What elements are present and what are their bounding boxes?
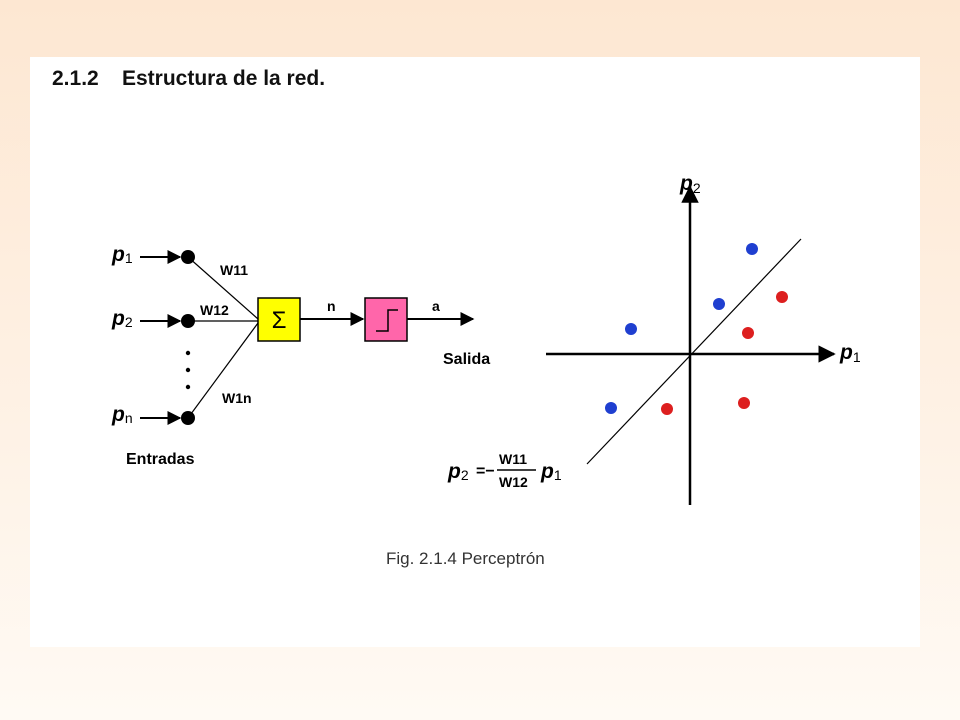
input-p2-label: p2 [111, 307, 133, 330]
blue-point [625, 323, 637, 335]
equation-rhs: p1 [540, 460, 562, 483]
red-point [776, 291, 788, 303]
class-red-points [661, 291, 788, 415]
input-p1-label: p1 [111, 243, 133, 266]
section-number: 2.1.2 [52, 67, 99, 90]
figure-caption: Fig. 2.1.4 Perceptrón [386, 549, 545, 568]
y-axis-label: p2 [679, 172, 701, 196]
x-axis-label: p1 [839, 341, 861, 365]
weight-w1n-label: W1n [222, 390, 252, 406]
slide: 2.1.2 Estructura de la red. p1 p2 pn W11 [30, 57, 920, 647]
class-blue-points [605, 243, 758, 414]
output-label: a [432, 298, 440, 314]
net-label: n [327, 298, 336, 314]
section-title: 2.1.2 Estructura de la red. [52, 67, 325, 91]
ellipsis-dot [185, 350, 191, 356]
blue-point [746, 243, 758, 255]
weight-line-1 [187, 256, 259, 320]
red-point [738, 397, 750, 409]
output-caption: Salida [443, 351, 490, 368]
blue-point [713, 298, 725, 310]
weight-w11-label: W11 [220, 262, 248, 278]
step-function-icon [376, 309, 398, 332]
summation-box [257, 297, 301, 342]
equation-sign: =− [476, 463, 495, 480]
weight-line-n [187, 322, 259, 419]
inputs-caption: Entradas [126, 451, 195, 468]
blue-point [605, 402, 617, 414]
weight-w12-label: W12 [200, 302, 229, 318]
ellipsis-dot [185, 367, 191, 373]
input-pn-label: pn [111, 403, 133, 426]
summation-symbol: Σ [272, 307, 287, 334]
transfer-function-box [364, 297, 408, 342]
section-heading: Estructura de la red. [122, 67, 326, 90]
decision-boundary-line [586, 238, 802, 465]
equation-denominator: W12 [499, 474, 528, 490]
ellipsis-dot [185, 384, 191, 390]
perceptron-figure: p1 p2 pn W11 W12 W1n Entradas Σ n [111, 172, 861, 505]
red-point [742, 327, 754, 339]
red-point [661, 403, 673, 415]
equation-numerator: W11 [499, 451, 527, 467]
equation-lhs: p2 [447, 460, 469, 483]
boundary-equation: p2 =− W11 W12 p1 [447, 451, 562, 490]
